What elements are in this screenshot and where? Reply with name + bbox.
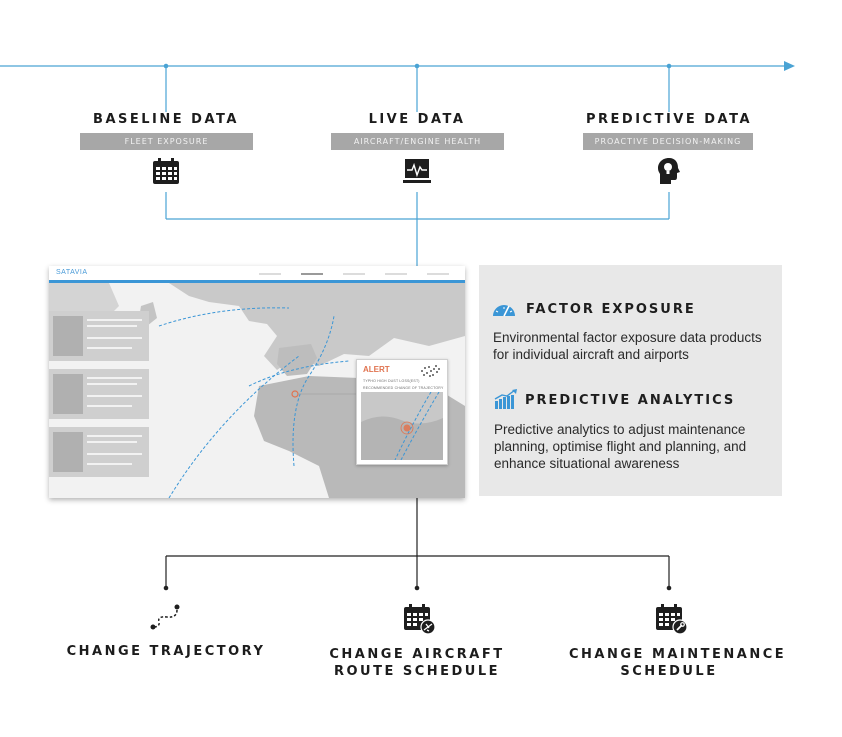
action-change-trajectory: CHANGE TRAJECTORY xyxy=(66,644,266,659)
dashboard-card xyxy=(49,311,149,361)
stage-badge-proactive: PROACTIVE DECISION-MAKING xyxy=(583,133,753,150)
calendar-icon xyxy=(153,158,179,184)
calendar-wrench-icon xyxy=(656,604,688,634)
alert-line-1: TYPHO HIGH DUST LOSS(EST) xyxy=(363,379,420,383)
action-change-maintenance-line1: CHANGE MAINTENANCE xyxy=(569,647,787,662)
predictive-analytics-heading: PREDICTIVE ANALYTICS xyxy=(525,393,736,408)
dashboard-screenshot: SATAVIA ALERT TYPHO HIGH DUS xyxy=(49,266,465,498)
factor-exposure-heading: FACTOR EXPOSURE xyxy=(526,302,696,317)
dashboard-tab xyxy=(259,273,281,275)
dashboard-tab xyxy=(343,273,365,275)
scatter-icon xyxy=(421,365,440,377)
alert-title: ALERT xyxy=(363,365,390,374)
stage-title-live: LIVE DATA xyxy=(368,112,466,127)
dashboard-card xyxy=(49,427,149,477)
monitor-heartbeat-icon xyxy=(403,159,431,183)
factor-exposure-text: Environmental factor exposure data produ… xyxy=(493,330,762,362)
gauge-icon xyxy=(493,305,515,317)
predictive-analytics-text: Predictive analytics to adjust maintenan… xyxy=(494,422,747,471)
stage-title-baseline: BASELINE DATA xyxy=(93,112,239,127)
dashboard-tab xyxy=(385,273,407,275)
action-change-maintenance-line2: SCHEDULE xyxy=(620,664,718,679)
alert-line-2: RECOMMENDED CHANGE OF TRAJECTORY xyxy=(363,386,444,390)
dashboard-brand: SATAVIA xyxy=(56,269,88,276)
head-lightbulb-icon xyxy=(658,158,680,184)
trajectory-path-icon xyxy=(150,604,180,630)
dashboard-accent-bar xyxy=(49,280,465,283)
dashboard-tab xyxy=(427,273,449,275)
bar-trend-icon xyxy=(494,389,517,409)
calendar-plane-icon xyxy=(404,604,436,634)
alert-popup: ALERT TYPHO HIGH DUST LOSS(EST) RECOMMEN… xyxy=(356,359,448,465)
stage-badge-aircraft-health: AIRCRAFT/ENGINE HEALTH xyxy=(331,133,504,150)
action-change-aircraft-line1: CHANGE AIRCRAFT xyxy=(329,647,505,662)
info-panel: FACTOR EXPOSURE Environmental factor exp… xyxy=(479,265,782,496)
dashboard-card xyxy=(49,369,149,419)
stage-badge-fleet-exposure: FLEET EXPOSURE xyxy=(80,133,253,150)
alert-map xyxy=(361,392,443,460)
stage-title-predictive: PREDICTIVE DATA xyxy=(585,112,753,127)
action-change-aircraft-line2: ROUTE SCHEDULE xyxy=(333,664,501,679)
dashboard-tab-active xyxy=(301,273,323,275)
